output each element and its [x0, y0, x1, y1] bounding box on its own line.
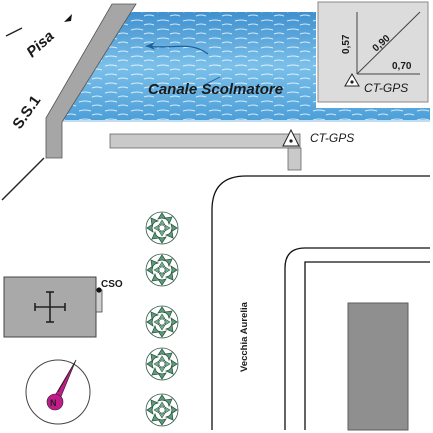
inset-diagonal-line	[356, 11, 421, 75]
inset-gps-label: CT-GPS	[364, 81, 408, 95]
canal-label-leader	[205, 76, 221, 85]
tree-icon	[145, 211, 179, 245]
walkway	[109, 133, 301, 149]
canal	[50, 12, 430, 122]
inset-gps-marker-icon	[344, 73, 360, 87]
tree-icon	[145, 305, 179, 339]
north-symbol: N	[50, 398, 57, 408]
gps-marker-icon	[282, 128, 300, 147]
church	[3, 276, 103, 338]
inset-dist-horizontal: 0,70	[392, 61, 412, 72]
cross-icon	[34, 291, 66, 323]
street-label: Vecchia Aurelia	[239, 301, 250, 372]
gps-label: CT-GPS	[310, 131, 354, 145]
cso-label: CSO	[101, 279, 123, 290]
road-vecchia-aurelia	[211, 175, 430, 430]
tree-icon	[145, 347, 179, 381]
road-edge-line	[5, 27, 23, 37]
compass: N	[25, 359, 91, 425]
gps-marker-dot	[289, 139, 293, 143]
flow-arrow-icon	[145, 42, 209, 55]
inset-gps-dot	[350, 80, 354, 84]
walkway-stem	[287, 147, 302, 171]
inset-dist-vertical: 0,57	[341, 34, 352, 54]
ss1-bridge	[45, 3, 137, 159]
inset-diagram: 0,57 0,90 0,70 CT-GPS	[317, 1, 429, 103]
pisa-arrow-icon	[64, 14, 72, 22]
road-edge-line	[1, 157, 45, 201]
pisa-label: Pisa	[23, 28, 57, 61]
canal-label: Canale Scolmatore	[148, 81, 283, 98]
cso-marker-icon	[96, 287, 102, 293]
building	[347, 302, 409, 431]
road-label: S.S.1	[9, 92, 44, 132]
tree-icon	[145, 393, 179, 427]
tree-icon	[145, 253, 179, 287]
